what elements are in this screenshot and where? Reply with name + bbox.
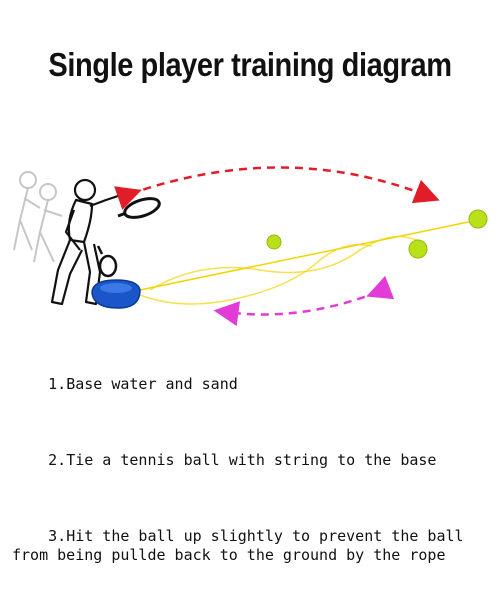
tennis-ball-icon xyxy=(266,234,282,250)
training-string xyxy=(139,219,479,305)
tennis-racket-icon xyxy=(117,197,161,219)
page-title: Single player training diagram xyxy=(48,46,452,83)
instruction-step: 2.Tie a tennis ball with string to the b… xyxy=(12,432,492,489)
tennis-ball-icon xyxy=(468,209,488,229)
step-text: Tie a tennis ball with string to the bas… xyxy=(66,451,437,469)
training-scene xyxy=(13,166,488,327)
instruction-step: 1.Base water and sand xyxy=(12,356,492,413)
tennis-ball-icon xyxy=(408,239,428,259)
return-arrow xyxy=(213,275,395,327)
outbound-arrow xyxy=(114,166,440,210)
training-base-icon xyxy=(91,279,141,309)
step-text: Hit the ball up slightly to prevent the … xyxy=(12,527,473,564)
step-number: 3. xyxy=(48,527,67,545)
step-number: 1. xyxy=(48,375,67,393)
step-text: Base water and sand xyxy=(66,375,238,393)
tennis-racket-low-icon xyxy=(96,245,118,278)
instruction-list: 1.Base water and sand 2.Tie a tennis bal… xyxy=(12,356,492,603)
step-number: 2. xyxy=(48,451,67,469)
ghost-player-figure xyxy=(13,171,63,263)
instruction-step: 3.Hit the ball up slightly to prevent th… xyxy=(12,508,492,584)
